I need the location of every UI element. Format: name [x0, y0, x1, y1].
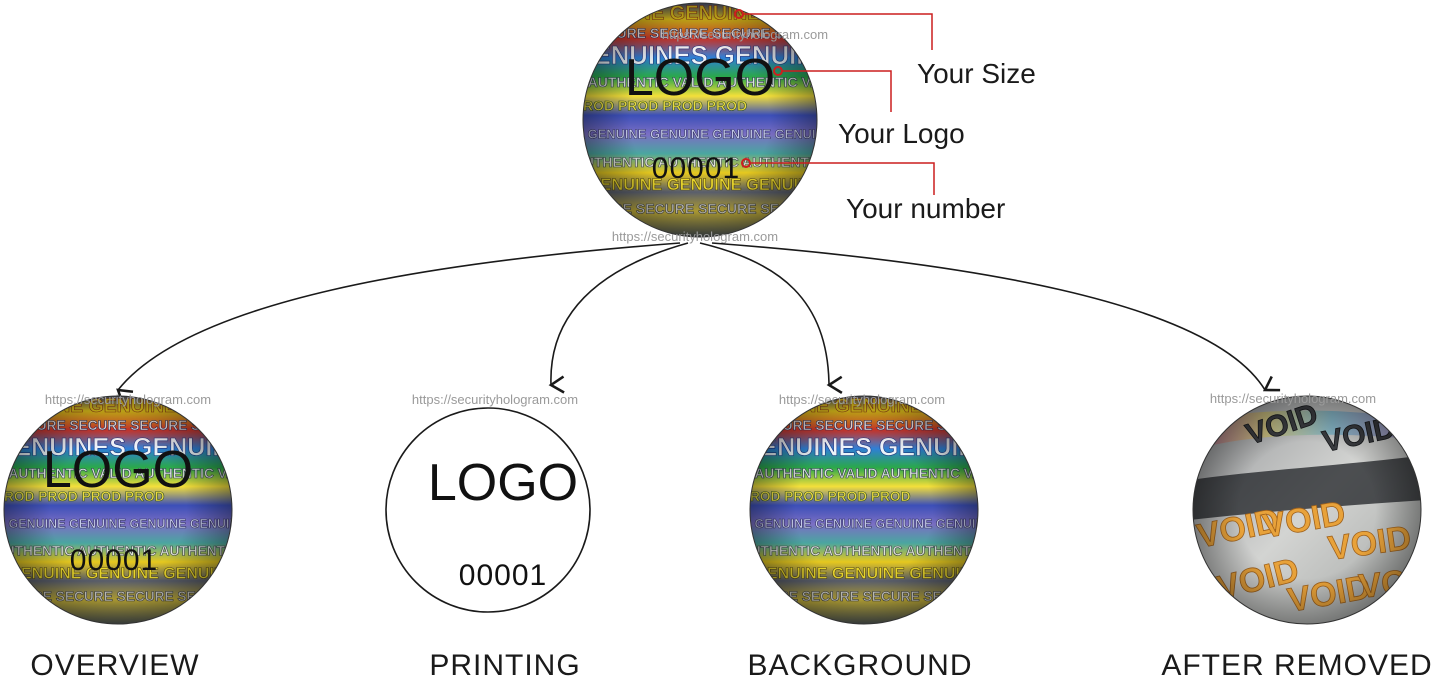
caption-printing: PRINTING [429, 649, 580, 678]
arrow-to-overview [116, 242, 681, 405]
sticker-after-removed: VOIDVOIDVOIDVOIDVOIDVOIDVOIDVOID [1192, 395, 1422, 625]
overview-logo-text: LOGO [43, 441, 193, 499]
watermark-after-removed: https://securityhologram.com [1210, 391, 1376, 406]
arrow-to-printing [548, 242, 689, 394]
callout-logo-label: Your Logo [838, 118, 965, 149]
arrows [116, 242, 1281, 405]
printing-number-text: 00001 [459, 559, 547, 592]
watermark-main-top: https://securityhologram.com [662, 27, 828, 42]
arrow-to-background [699, 242, 843, 394]
main-number-text: 00001 [652, 152, 740, 185]
callout-number: Your number [741, 158, 1005, 224]
callout-size: Your Size [734, 9, 1036, 89]
callout-logo: Your Logo [773, 66, 965, 149]
sticker-printing: LOGO 00001 [385, 407, 591, 613]
callout-number-label: Your number [846, 193, 1005, 224]
caption-background: BACKGROUND [747, 649, 972, 678]
watermark-background: https://securityhologram.com [779, 392, 945, 407]
arrow-to-after-removed [711, 242, 1281, 392]
printing-logo-text: LOGO [428, 454, 578, 512]
watermark-printing: https://securityhologram.com [412, 392, 578, 407]
main-logo-text: LOGO [625, 49, 775, 107]
watermark-overview: https://securityhologram.com [45, 392, 211, 407]
sticker-overview: GENUINE GENUINE GENUINE GENUINE SECURE S… [3, 395, 233, 625]
watermark-main-bottom: https://securityhologram.com [612, 229, 778, 244]
caption-overview: OVERVIEW [30, 649, 199, 678]
callout-size-label: Your Size [917, 58, 1036, 89]
caption-after-removed: AFTER REMOVED [1161, 649, 1432, 678]
sticker-background: GENUINE GENUINE GENUINE GENUINE SECURE S… [749, 395, 979, 625]
overview-number-text: 00001 [70, 544, 158, 577]
